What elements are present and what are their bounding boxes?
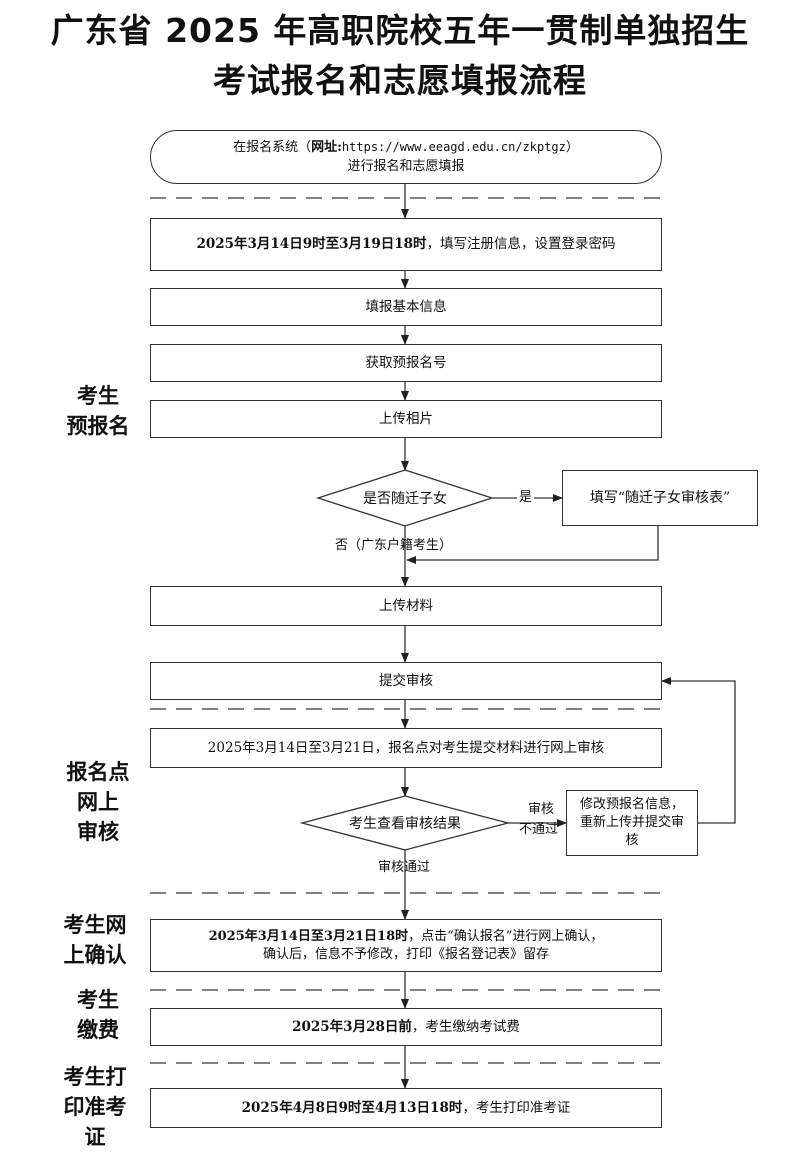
confirm-text-1: ，点击“确认报名”进行网上确认， (408, 928, 604, 944)
print-time: 2025年4月8日9时至4月13日18时 (241, 1099, 463, 1116)
step-upload-materials: 上传材料 (150, 586, 662, 626)
modify-line-3: 核 (625, 833, 639, 848)
register-time: 2025年3月14日9时至3月19日18时 (196, 236, 427, 252)
page-title-line-1: 广东省 2025 年高职院校五年一贯制单独招生 (50, 11, 750, 50)
stage-review-line-2: 网上 (77, 790, 119, 814)
step-migrant-form: 填写“随迁子女审核表” (562, 470, 758, 526)
stage-pre-register: 考生 预报名 (58, 381, 138, 441)
stage-pre-register-line-1: 考生 (77, 384, 119, 408)
decision-diamond-migrant (315, 469, 495, 527)
stage-review: 报名点 网上 审核 (58, 757, 138, 847)
step-upload-photo: 上传相片 (150, 400, 662, 438)
modify-line-1: 修改预报名信息， (579, 797, 684, 812)
page-title-line-2: 考试报名和志愿填报流程 (213, 61, 587, 100)
stage-print-line-2: 印准考 (63, 1095, 127, 1119)
register-text: ，填写注册信息，设置登录密码 (426, 236, 616, 252)
stage-review-line-1: 报名点 (66, 760, 130, 784)
start-url: https://www.eeagd.edu.cn/zkptgz (341, 140, 566, 154)
pay-text: ，考生缴纳考试费 (411, 1018, 520, 1035)
stage-pay-line-2: 缴费 (77, 1018, 119, 1042)
print-text: ，考生打印准考证 (462, 1099, 571, 1116)
no-label: 否（广东户籍考生） (335, 538, 453, 553)
step-pay: 2025年3月28日前，考生缴纳考试费 (150, 1008, 662, 1046)
yes-label: 是 (517, 489, 535, 506)
decision-migrant-label: 是否随迁子女 (363, 491, 447, 507)
start-line-2: 进行报名和志愿填报 (347, 159, 465, 174)
stage-review-line-3: 审核 (77, 820, 119, 844)
fail-label-1: 审核 (528, 802, 555, 817)
step-register: 2025年3月14日9时至3月19日18时，填写注册信息，设置登录密码 (150, 218, 662, 271)
stage-print-line-1: 考生打 (63, 1065, 127, 1089)
start-prefix: 在报名系统（ (233, 140, 312, 155)
decision-result-label: 考生查看审核结果 (349, 816, 461, 832)
step-online-review: 2025年3月14日至3月21日，报名点对考生提交材料进行网上审核 (150, 728, 662, 768)
step-basic-info: 填报基本信息 (150, 288, 662, 326)
step-submit-review: 提交审核 (150, 662, 662, 700)
stage-confirm-line-1: 考生网 (63, 913, 127, 937)
stage-print-line-3: 证 (84, 1125, 106, 1149)
step-print-ticket: 2025年4月8日9时至4月13日18时，考生打印准考证 (150, 1088, 662, 1128)
step-modify: 修改预报名信息， 重新上传并提交审 核 (566, 790, 698, 856)
step-online-confirm: 2025年3月14日至3月21日18时，点击“确认报名”进行网上确认， 确认后，… (150, 919, 662, 972)
start-suffix: ） (565, 140, 579, 155)
decision-diamond-result (299, 795, 511, 851)
start-terminal: 在报名系统（网址:https://www.eeagd.edu.cn/zkptgz… (150, 130, 662, 184)
start-url-label: 网址: (311, 140, 342, 155)
stage-pre-register-line-2: 预报名 (66, 414, 130, 438)
stage-print: 考生打 印准考 证 (55, 1062, 135, 1152)
step-get-number: 获取预报名号 (150, 344, 662, 382)
fail-label-2: 不通过 (519, 822, 559, 837)
pass-label: 审核通过 (378, 860, 431, 875)
confirm-time: 2025年3月14日至3月21日18时 (208, 928, 409, 944)
pay-time: 2025年3月28日前 (292, 1018, 412, 1035)
modify-line-2: 重新上传并提交审 (579, 815, 684, 830)
stage-pay-line-1: 考生 (77, 988, 119, 1012)
stage-confirm-line-2: 上确认 (63, 943, 127, 967)
confirm-line-2: 确认后，信息不予修改，打印《报名登记表》留存 (262, 946, 549, 962)
stage-confirm: 考生网 上确认 (55, 910, 135, 970)
stage-pay: 考生 缴费 (58, 985, 138, 1045)
